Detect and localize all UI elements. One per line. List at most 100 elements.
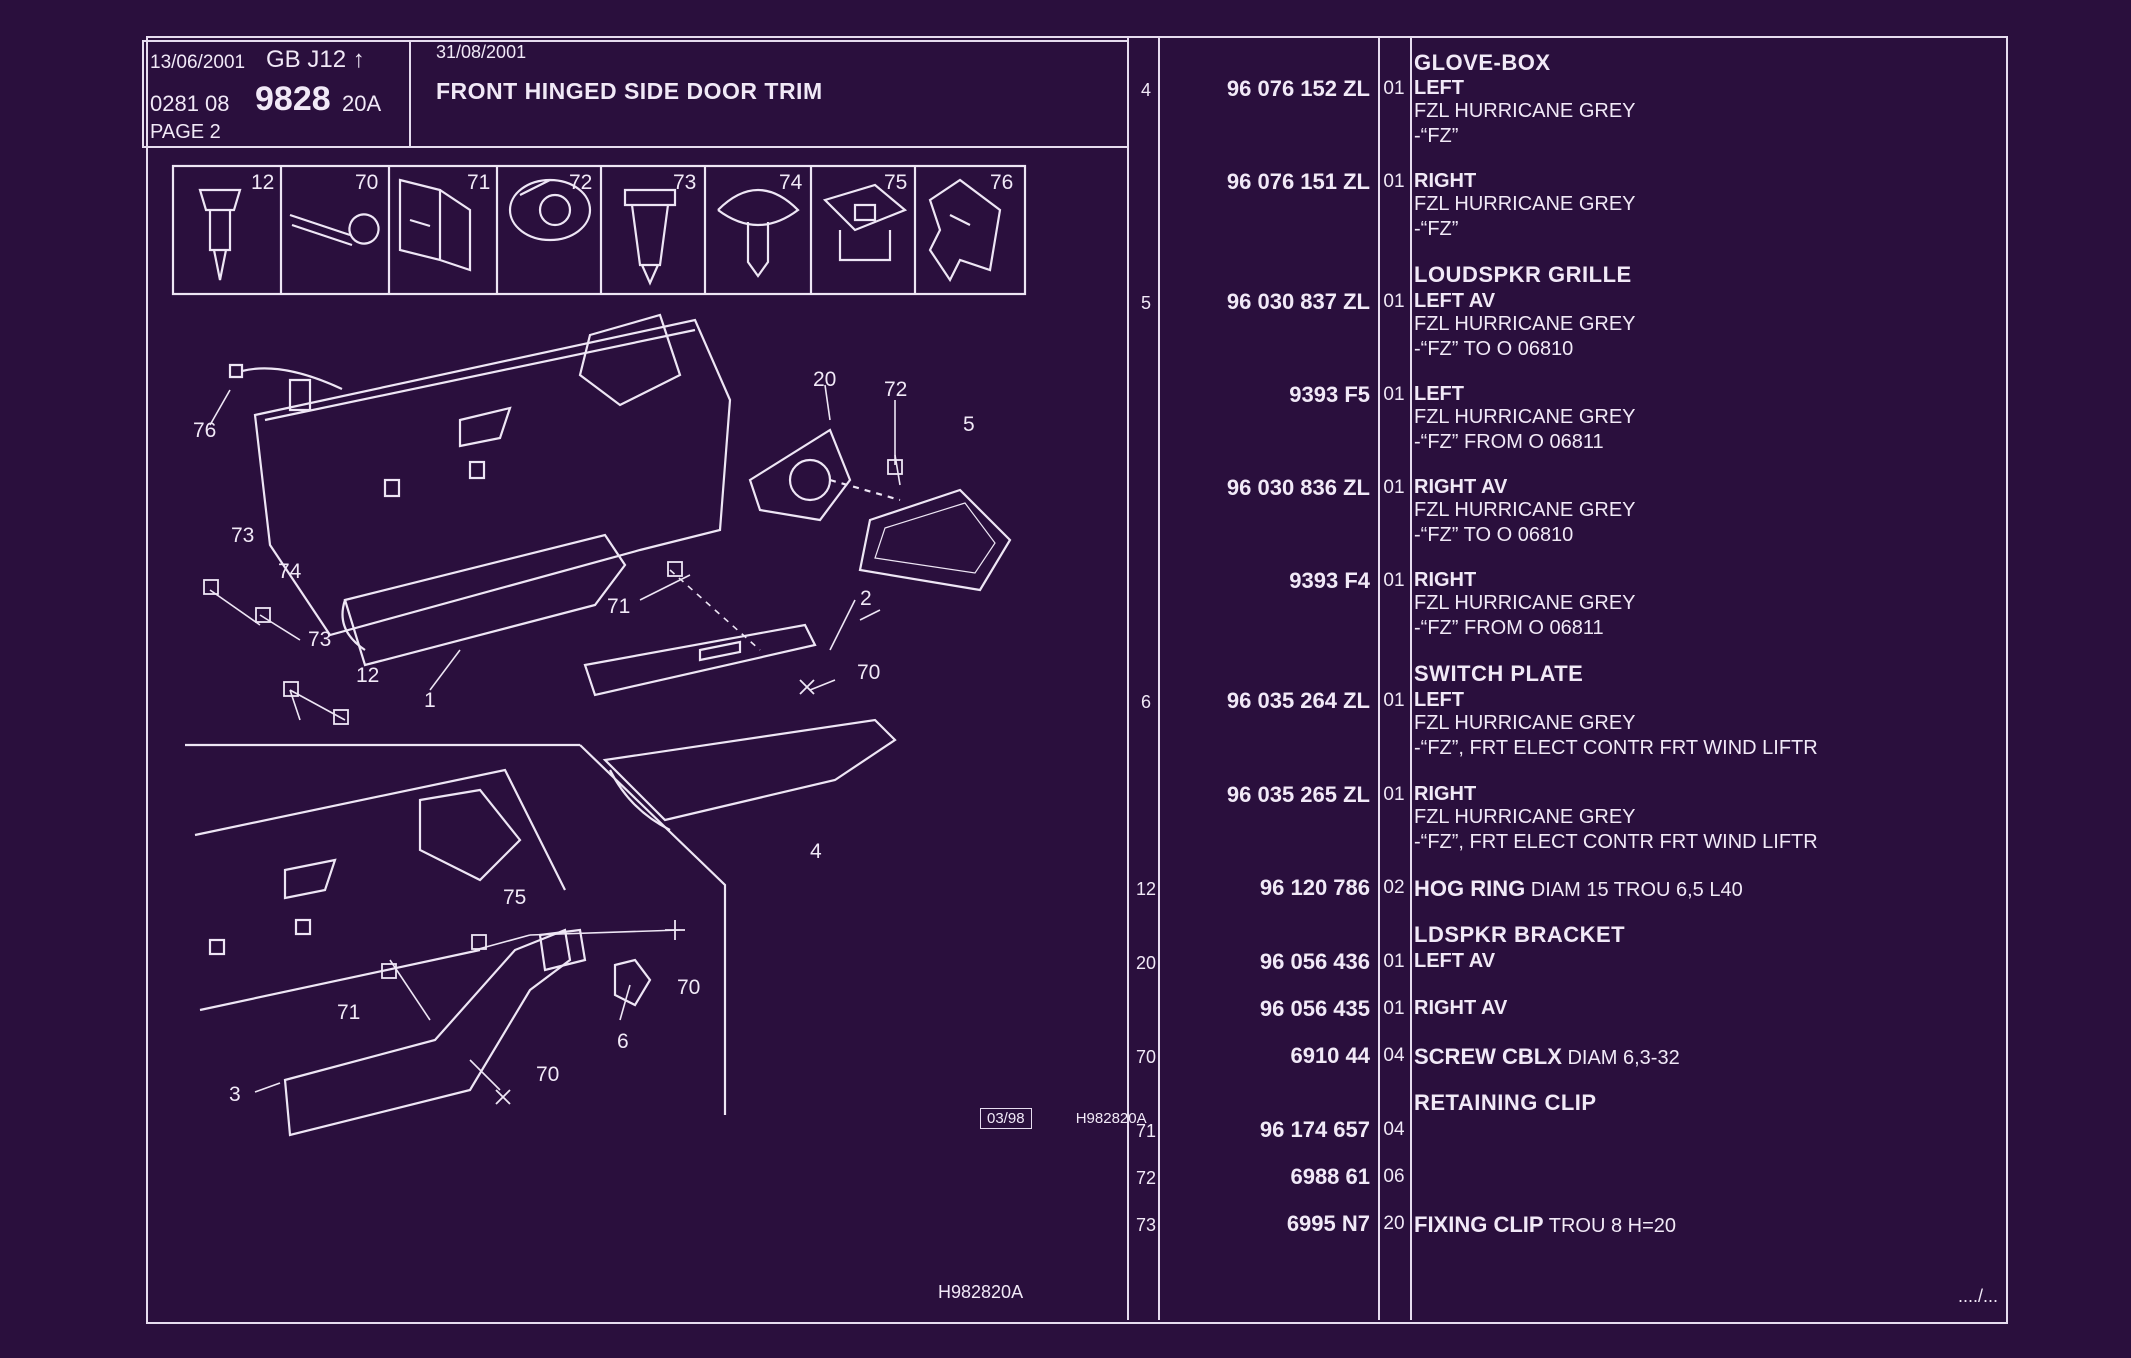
description-colour: FZL HURRICANE GREY <box>1414 193 1636 215</box>
table-row: 96 056 435 01 RIGHT AV <box>0 996 2131 1026</box>
description: LEFT <box>1414 689 1464 711</box>
table-row: 5 96 030 837 ZL 01 LEFT AV <box>0 289 2131 319</box>
quantity: 20 <box>1383 1213 1405 1234</box>
description: RIGHT AV <box>1414 476 1508 498</box>
description-note: -“FZ” TO O 06810 <box>1414 524 1574 546</box>
fastener-label-76: 76 <box>990 171 1013 194</box>
table-row: 71 96 174 657 04 <box>0 1117 2131 1147</box>
callout-73-lower: 73 <box>308 628 331 651</box>
quantity: 02 <box>1383 877 1405 898</box>
group-header-grille: LOUDSPKR GRILLE <box>1414 262 1632 287</box>
fastener-label-75: 75 <box>884 171 907 194</box>
callout-76: 76 <box>193 419 216 442</box>
callout-2: 2 <box>860 587 872 610</box>
callout-73-upper: 73 <box>231 524 254 547</box>
quantity: 01 <box>1383 171 1405 192</box>
table-row: 4 96 076 152 ZL 01 LEFT <box>0 76 2131 106</box>
quantity: 06 <box>1383 1166 1405 1187</box>
callout-71-upper: 71 <box>607 595 630 618</box>
armrest-4 <box>602 718 897 831</box>
quantity: 01 <box>1383 570 1405 591</box>
fastener-label-12: 12 <box>251 171 274 194</box>
header-top-rule <box>142 40 1127 42</box>
part-number: 96 076 152 ZL <box>1226 76 1370 101</box>
column-rule-index <box>1158 36 1160 1320</box>
table-row: 6 96 035 264 ZL 01 LEFT <box>0 688 2131 718</box>
callout-75: 75 <box>503 886 526 909</box>
description: RIGHT <box>1414 783 1477 805</box>
part-number: 96 035 264 ZL <box>1226 688 1370 713</box>
header-divider <box>409 40 411 146</box>
section-number: 9828 <box>255 80 331 118</box>
description: HOG RING DIAM 15 TROU 6,5 L40 <box>1414 876 1743 901</box>
description: RIGHT AV <box>1414 997 1508 1019</box>
callout-6: 6 <box>617 1030 629 1053</box>
description-note: -“FZ”, FRT ELECT CONTR FRT WIND LIFTR <box>1414 831 1818 853</box>
quantity: 01 <box>1383 78 1405 99</box>
item-index: 4 <box>1140 80 1151 100</box>
callout-12: 12 <box>356 664 379 687</box>
table-row: 96 076 151 ZL 01 RIGHT <box>0 169 2131 199</box>
update-date: 31/08/2001 <box>436 42 527 62</box>
callout-3: 3 <box>229 1083 241 1106</box>
description: LEFT <box>1414 383 1464 405</box>
description: LEFT AV <box>1414 950 1496 972</box>
fastener-label-72: 72 <box>569 171 592 194</box>
description-colour: FZL HURRICANE GREY <box>1414 592 1636 614</box>
description-note: -“FZ” FROM O 06811 <box>1414 431 1604 453</box>
callout-4: 4 <box>810 840 822 863</box>
quantity: 01 <box>1383 784 1405 805</box>
table-row: 72 6988 61 06 <box>0 1164 2131 1194</box>
callout-70-lower: 70 <box>536 1063 559 1086</box>
description-colour: FZL HURRICANE GREY <box>1414 100 1636 122</box>
callout-74: 74 <box>278 560 302 583</box>
group-header-glovebox: GLOVE-BOX <box>1414 50 1551 75</box>
column-rule-qty-right <box>1410 36 1412 1320</box>
callout-5: 5 <box>963 413 975 436</box>
table-row: 12 96 120 786 02 HOG RING DIAM 15 TROU 6… <box>0 875 2131 905</box>
description-colour: FZL HURRICANE GREY <box>1414 406 1636 428</box>
quantity: 01 <box>1383 998 1405 1019</box>
description: SCREW CBLX DIAM 6,3-32 <box>1414 1044 1680 1069</box>
quantity: 04 <box>1383 1045 1405 1066</box>
header-left-edge <box>142 40 144 146</box>
group-header-bracket: LDSPKR BRACKET <box>1414 922 1626 947</box>
part-number: 9393 F5 <box>1289 382 1370 407</box>
item-index: 12 <box>1135 879 1157 899</box>
table-row: 73 6995 N7 20 FIXING CLIP TROU 8 H=20 <box>0 1211 2131 1241</box>
region-code: GB J12 ↑ <box>266 46 365 73</box>
description-note: -“FZ” <box>1414 125 1459 147</box>
group-header-switch: SWITCH PLATE <box>1414 661 1584 686</box>
cable-clip-icon <box>928 178 1002 283</box>
clip-base-icon <box>822 183 908 262</box>
part-number: 6995 N7 <box>1286 1211 1370 1236</box>
callout-71-lower: 71 <box>337 1001 360 1024</box>
fixing-clip-icon <box>623 188 677 286</box>
page-reference: H982820A <box>938 1282 1024 1302</box>
description: RIGHT <box>1414 569 1477 591</box>
table-row: 9393 F4 01 RIGHT <box>0 568 2131 598</box>
description-note: -“FZ” <box>1414 218 1459 240</box>
diagram-reference: 03/98 H982820A <box>980 1108 1147 1129</box>
table-row: 96 030 836 ZL 01 RIGHT AV <box>0 475 2131 505</box>
part-number: 6910 44 <box>1290 1043 1370 1068</box>
table-row: 70 6910 44 04 SCREW CBLX DIAM 6,3-32 <box>0 1043 2131 1073</box>
description-note: -“FZ”, FRT ELECT CONTR FRT WIND LIFTR <box>1414 737 1818 759</box>
callout-70-mid: 70 <box>677 976 700 999</box>
description-colour: FZL HURRICANE GREY <box>1414 313 1636 335</box>
fastener-label-73: 73 <box>673 171 696 194</box>
fastener-label-71: 71 <box>467 171 490 194</box>
catalog-sheet <box>146 36 2008 1324</box>
nut-clip-icon <box>508 178 592 242</box>
quantity: 01 <box>1383 291 1405 312</box>
table-row: 20 96 056 436 01 LEFT AV <box>0 949 2131 979</box>
callout-1: 1 <box>424 689 436 712</box>
part-number: 9393 F4 <box>1289 568 1370 593</box>
description-colour: FZL HURRICANE GREY <box>1414 712 1636 734</box>
callout-20: 20 <box>813 368 836 391</box>
part-number: 96 056 435 <box>1259 996 1370 1021</box>
fastener-label-74: 74 <box>779 171 803 194</box>
description-note: -“FZ” TO O 06810 <box>1414 338 1574 360</box>
header-bottom-rule <box>142 146 1127 148</box>
part-number: 96 030 837 ZL <box>1226 289 1370 314</box>
